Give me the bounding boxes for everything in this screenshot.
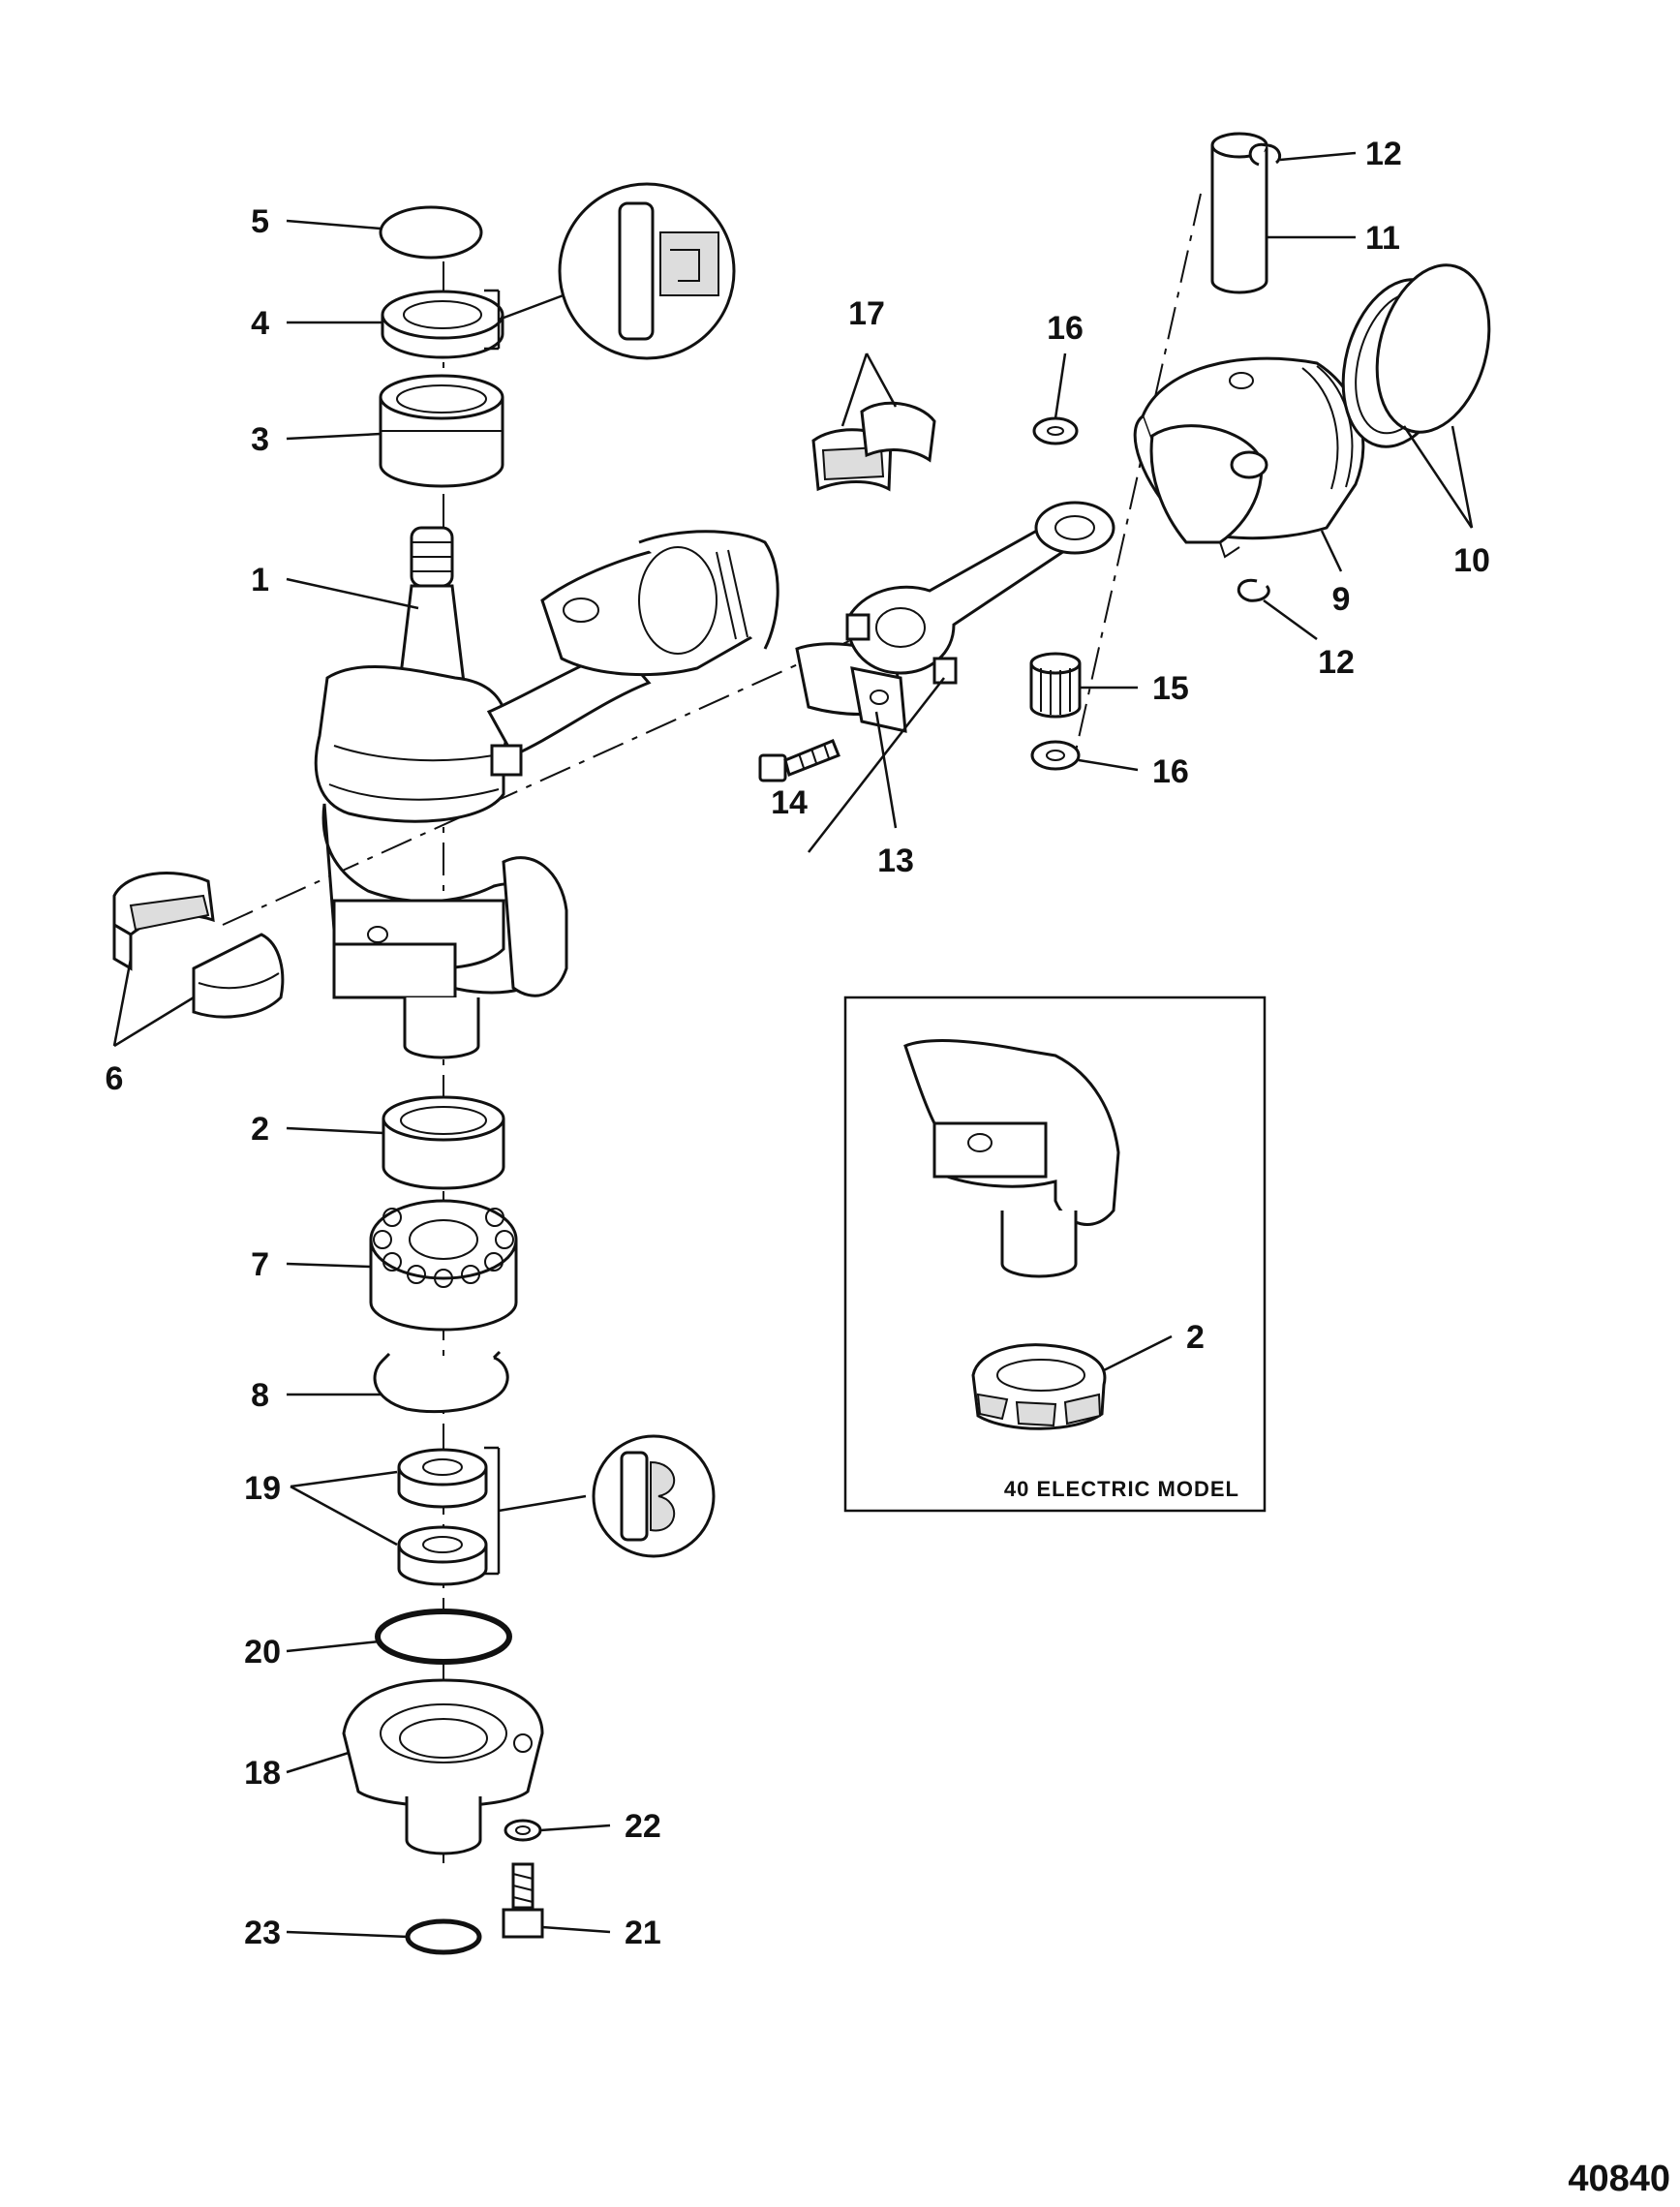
callout-10: 10 xyxy=(1453,542,1490,579)
callout-3: 3 xyxy=(251,421,269,458)
leader-17a xyxy=(840,353,869,427)
leader-2-inset xyxy=(1103,1334,1173,1372)
callout-16-upper: 16 xyxy=(1047,310,1084,347)
part-6-bearing-half-lower xyxy=(192,933,285,1019)
part-10-piston-rings xyxy=(1341,263,1491,448)
leader-2 xyxy=(286,1126,384,1135)
callout-9: 9 xyxy=(1332,581,1351,618)
leader-16b xyxy=(1078,758,1139,772)
lubricant-icon-bottom xyxy=(592,1434,716,1558)
figure-number: 40840 xyxy=(1568,2159,1670,2199)
part-22-lockwasher xyxy=(504,1819,542,1842)
part-12-clip-upper xyxy=(1248,142,1282,167)
leader-12a xyxy=(1279,151,1357,162)
part-8-snap-ring xyxy=(373,1350,509,1414)
callout-5: 5 xyxy=(251,203,269,240)
callout-11: 11 xyxy=(1365,220,1400,257)
inset-title: 40 ELECTRIC MODEL xyxy=(1004,1477,1239,1501)
callout-20: 20 xyxy=(244,1634,281,1671)
leader-9 xyxy=(1320,530,1343,572)
part-4-oil-seal xyxy=(381,290,504,359)
leader-5 xyxy=(286,219,382,230)
callout-14: 14 xyxy=(771,784,808,821)
leader-14 xyxy=(808,677,945,853)
leader-3 xyxy=(286,432,382,441)
callout-19: 19 xyxy=(244,1470,281,1507)
callout-16-lower: 16 xyxy=(1152,753,1189,790)
inset-box xyxy=(843,996,1267,1513)
leader-18 xyxy=(286,1751,350,1774)
rod-axis xyxy=(1074,193,1202,756)
callout-21: 21 xyxy=(625,1915,661,1951)
leader-17b xyxy=(865,353,898,408)
leader-1 xyxy=(286,577,419,610)
inset-crankshaft xyxy=(903,1039,1120,1278)
part-12-clip-lower xyxy=(1237,578,1270,602)
callout-2: 2 xyxy=(251,1111,269,1148)
callout-18: 18 xyxy=(244,1755,281,1792)
part-9-piston xyxy=(1133,356,1365,559)
callout-4: 4 xyxy=(251,305,269,342)
part-3-bushing xyxy=(379,374,504,488)
callout-12-lower: 12 xyxy=(1318,644,1355,681)
assembled-rod-piston xyxy=(486,530,779,777)
inset-starter-gear xyxy=(971,1343,1107,1430)
part-16-washer-upper xyxy=(1032,416,1079,445)
part-19-seal-upper xyxy=(397,1448,488,1509)
callout-17: 17 xyxy=(848,295,885,332)
callout-8: 8 xyxy=(251,1377,269,1414)
part-23-o-ring xyxy=(405,1918,482,1955)
part-1-crankshaft xyxy=(314,526,568,1059)
callout-12-upper: 12 xyxy=(1365,136,1402,172)
bearing-axis xyxy=(222,551,1047,926)
leader-21 xyxy=(541,1925,611,1934)
connecting-rod xyxy=(845,501,1115,685)
part-5-cap xyxy=(379,205,483,260)
part-6-bearing-half-upper xyxy=(112,872,215,971)
leader-23 xyxy=(286,1930,410,1939)
leader-20 xyxy=(286,1640,381,1653)
leader-13 xyxy=(874,711,898,829)
part-14-bolt xyxy=(758,739,840,782)
part-15-needle-bearing xyxy=(1029,652,1082,719)
callout-2-inset: 2 xyxy=(1186,1319,1205,1356)
callout-23: 23 xyxy=(244,1915,281,1951)
callout-13: 13 xyxy=(877,843,914,879)
callout-6: 6 xyxy=(106,1060,124,1097)
part-7-ball-bearing xyxy=(369,1199,518,1332)
leader-7 xyxy=(286,1262,372,1269)
part-16-washer-lower xyxy=(1030,740,1081,771)
callout-1: 1 xyxy=(251,562,269,598)
part-19-seal-lower xyxy=(397,1525,488,1586)
callout-7: 7 xyxy=(251,1246,269,1283)
part-17-bearing-cage xyxy=(811,401,936,492)
leader-12b xyxy=(1263,598,1318,641)
part-18-end-cap xyxy=(342,1678,544,1855)
part-2-journal-bearing xyxy=(382,1095,505,1190)
part-21-screw xyxy=(502,1862,544,1939)
callout-22: 22 xyxy=(625,1808,661,1845)
leader-16a xyxy=(1054,353,1067,419)
part-20-o-ring xyxy=(375,1609,512,1665)
lubricant-icon-top xyxy=(558,182,736,360)
callout-15: 15 xyxy=(1152,670,1189,707)
leader-22 xyxy=(539,1824,611,1832)
